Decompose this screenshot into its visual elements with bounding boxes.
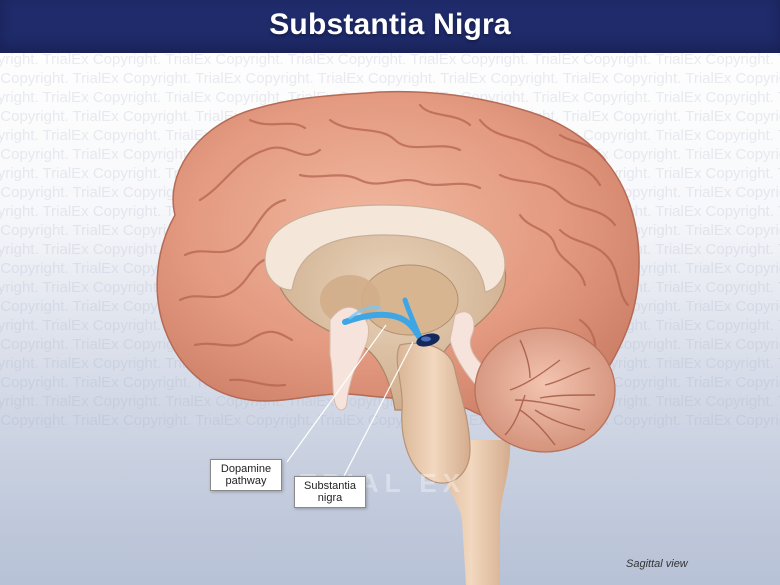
label-line: Substantia [304, 480, 356, 492]
page-title: Substantia Nigra [269, 8, 511, 41]
brainstem [396, 342, 471, 484]
dopamine-pathway-branch [402, 297, 423, 341]
cortex-folds [178, 103, 630, 397]
view-caption: Sagittal view [626, 558, 688, 570]
dopamine-pathway-label: Dopamine pathway [210, 459, 282, 491]
basal-structure [320, 275, 380, 325]
label-line: Dopamine [220, 463, 272, 475]
title-bar [0, 0, 780, 53]
cerebellum [474, 327, 616, 453]
arbor-vitae [504, 339, 596, 446]
substantia-leader-line [343, 341, 414, 477]
substantia-nigra-highlight [421, 336, 431, 342]
substantia-nigra-label: Substantia nigra [294, 476, 366, 508]
label-line: nigra [317, 492, 343, 504]
corpus-callosum [264, 204, 506, 293]
label-line: pathway [225, 475, 267, 487]
dopamine-pathway-highlight [348, 305, 382, 320]
dopamine-leader-line [286, 324, 387, 463]
